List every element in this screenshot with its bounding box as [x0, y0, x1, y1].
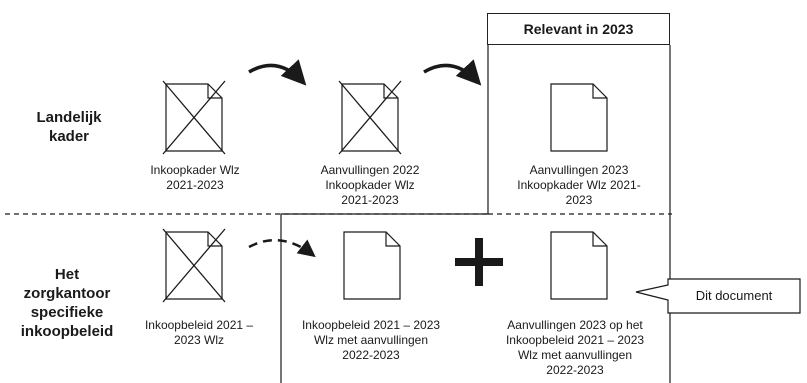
- document-caption: Aanvullingen 2023 op het Inkoopbeleid 20…: [505, 318, 645, 377]
- document-icon: [550, 83, 608, 152]
- document-caption: Aanvullingen 2023 Inkoopkader Wlz 2021- …: [517, 163, 641, 207]
- document-icon: [343, 231, 401, 300]
- document-caption: Inkoopbeleid 2021 – 2023 Wlz: [144, 318, 254, 347]
- plus-icon: [455, 238, 503, 286]
- arrow-solid-2: [423, 59, 482, 86]
- callout-label: Dit document: [695, 288, 773, 303]
- cross-out-mark: [162, 80, 226, 155]
- document-caption: Inkoopbeleid 2021 – 2023 Wlz met aanvull…: [301, 318, 441, 362]
- document-caption: Aanvullingen 2022 Inkoopkader Wlz 2021-2…: [320, 163, 420, 207]
- callout-bubble: [635, 278, 801, 314]
- row-label-zorgkantoor: Het zorgkantoor specifieke inkoopbeleid: [20, 266, 114, 340]
- relevant-2023-header: Relevant in 2023: [487, 13, 670, 45]
- document-icon: [550, 231, 608, 300]
- row-label-landelijk-kader: Landelijk kader: [36, 109, 102, 145]
- cross-out-mark: [338, 80, 402, 155]
- cross-out-mark: [162, 228, 226, 303]
- document-caption: Inkoopkader Wlz 2021-2023: [150, 163, 240, 192]
- arrow-solid-1: [248, 59, 307, 86]
- relevant-region-border: [280, 45, 671, 383]
- arrow-dashed: [248, 238, 316, 258]
